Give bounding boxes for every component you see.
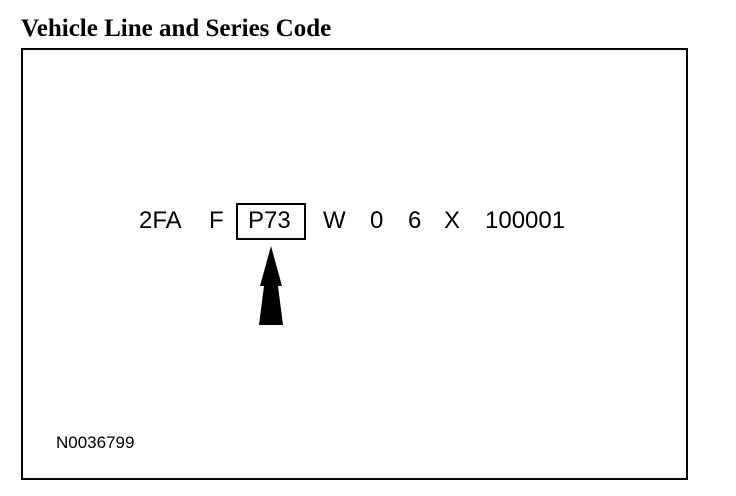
diagram-frame bbox=[21, 48, 688, 480]
vin-segment-wmi: 2FA bbox=[139, 207, 182, 234]
vin-segment-line-series: P73 bbox=[248, 207, 291, 234]
up-arrow-shape bbox=[259, 246, 283, 325]
vin-segment-restraint: F bbox=[209, 207, 224, 234]
vin-segment-serial: 100001 bbox=[485, 207, 566, 234]
vin-segment-plant: X bbox=[444, 207, 461, 234]
vin-segment-model-year: 6 bbox=[408, 207, 422, 234]
up-arrow-icon bbox=[259, 246, 283, 325]
vin-segment-engine: W bbox=[323, 207, 346, 234]
highlight-box bbox=[236, 203, 306, 240]
vin-segment-check-digit: 0 bbox=[370, 207, 384, 234]
figure-id: N0036799 bbox=[56, 433, 135, 452]
diagram-title: Vehicle Line and Series Code bbox=[21, 15, 332, 42]
